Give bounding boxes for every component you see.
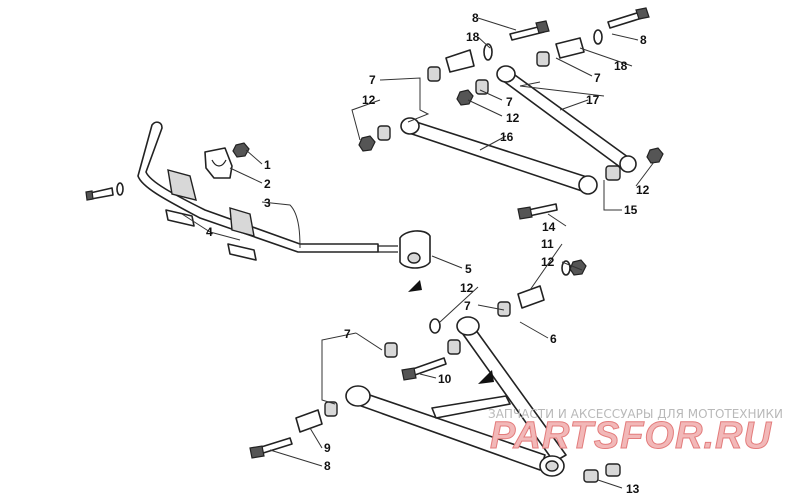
callout-15: 15	[624, 203, 638, 217]
watermark-caption: ЗАПЧАСТИ И АКСЕССУАРЫ ДЛЯ МОТОТЕХНИКИ	[488, 407, 783, 421]
callout-12-lower-mid: 12	[460, 281, 474, 295]
callout-3: 3	[264, 196, 271, 210]
bar-bushing-lower	[227, 207, 257, 261]
callout-8-top: 8	[472, 11, 479, 25]
callout-18-right: 18	[614, 59, 628, 73]
lower-arm-ball-joint-bushings	[583, 463, 621, 483]
lower-arm-sleeves	[295, 285, 545, 433]
callout-7-upper-right: 7	[594, 71, 601, 85]
callout-7-upper-left: 7	[369, 73, 376, 87]
callout-numbers: 1 2 3 4 5 6 8 18 8 18 7 12 7 17 7 12 16 …	[206, 11, 650, 496]
lower-arm-bushings	[324, 301, 511, 417]
lower-arm-washers	[429, 260, 571, 334]
callout-14: 14	[542, 220, 556, 234]
callout-12-lower-right: 12	[541, 255, 555, 269]
arrow-icon	[478, 370, 494, 384]
callout-17: 17	[586, 93, 600, 107]
lower-arm-lock-nuts	[569, 259, 587, 276]
callout-2: 2	[264, 177, 271, 191]
lower-a-arm	[345, 316, 567, 477]
callout-1: 1	[264, 158, 271, 172]
clamp-cap-screw	[85, 182, 124, 201]
direction-arrow-icons	[408, 280, 494, 384]
callout-7-lower-left: 7	[344, 327, 351, 341]
upper-arm-sleeves	[445, 37, 585, 73]
callout-8-right: 8	[640, 33, 647, 47]
callout-12-upper-right: 12	[636, 183, 650, 197]
watermark-logo: PARTSFOR.RU	[490, 415, 772, 457]
callout-10: 10	[438, 372, 452, 386]
bar-bushing-upper	[165, 169, 197, 227]
upper-arm-bushings	[377, 51, 621, 181]
upper-arm-cap-screws	[509, 7, 650, 220]
callout-12-upper-mid: 12	[506, 111, 520, 125]
callout-8-bottom: 8	[324, 459, 331, 473]
callout-4: 4	[206, 225, 213, 239]
callout-12-upper-left: 12	[362, 93, 376, 107]
upper-arm-lock-nuts	[358, 89, 664, 164]
stabilizer-end-link	[378, 230, 431, 269]
callout-6: 6	[550, 332, 557, 346]
callout-5: 5	[465, 262, 472, 276]
callout-16: 16	[500, 130, 514, 144]
callout-9: 9	[324, 441, 331, 455]
watermark: ЗАПЧАСТИ И АКСЕССУАРЫ ДЛЯ МОТОТЕХНИКИ PA…	[488, 407, 783, 458]
callout-13: 13	[626, 482, 640, 496]
callout-18-left: 18	[466, 30, 480, 44]
lower-arm-cap-screws	[249, 357, 447, 459]
callout-7-upper-mid: 7	[506, 95, 513, 109]
leader-lines	[181, 17, 655, 489]
clamp-nut	[232, 142, 250, 158]
arrow-icon	[408, 280, 422, 292]
upper-a-arm-front-tube	[400, 117, 598, 195]
stabilizer-bar	[137, 121, 379, 253]
callout-11: 11	[541, 237, 554, 251]
bar-clamp-bracket	[204, 147, 233, 179]
callout-7-lower-mid: 7	[464, 299, 471, 313]
upper-a-arm-rear-tube	[496, 65, 637, 173]
